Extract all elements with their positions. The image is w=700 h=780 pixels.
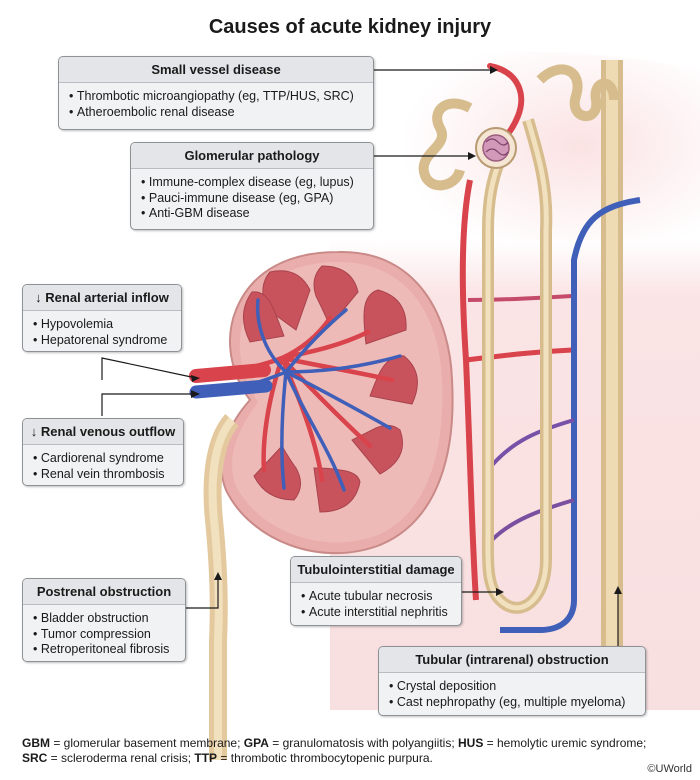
copyright-notice: ©UWorld: [647, 763, 692, 775]
list-item: Hepatorenal syndrome: [33, 333, 173, 349]
renal-arterial-inflow-box: ↓ Renal arterial inflow Hypovolemia Hepa…: [22, 284, 182, 352]
small-vessel-disease-box: Small vessel disease Thrombotic microang…: [58, 56, 374, 130]
abbr-definition: = thrombotic thrombocytopenic purpura.: [217, 751, 433, 765]
abbreviation-footnote: GBM = glomerular basement membrane; GPA …: [22, 736, 682, 766]
list-item: Cardiorenal syndrome: [33, 451, 175, 467]
postrenal-obstruction-box: Postrenal obstruction Bladder obstructio…: [22, 578, 186, 662]
abbr-term: GPA: [243, 736, 269, 750]
list-item: Hypovolemia: [33, 317, 173, 333]
box-list: Bladder obstruction Tumor compression Re…: [23, 605, 185, 661]
list-item: Anti-GBM disease: [141, 206, 365, 222]
box-list: Thrombotic microangiopathy (eg, TTP/HUS,…: [59, 83, 373, 126]
list-item: Immune-complex disease (eg, lupus): [141, 175, 365, 191]
abbr-definition: = scleroderma renal crisis;: [47, 751, 195, 765]
box-title: Glomerular pathology: [131, 143, 373, 169]
footnote-line-2: SRC = scleroderma renal crisis; TTP = th…: [22, 751, 682, 766]
box-list: Hypovolemia Hepatorenal syndrome: [23, 311, 181, 351]
renal-venous-outflow-box: ↓ Renal venous outflow Cardiorenal syndr…: [22, 418, 184, 486]
footnote-line-1: GBM = glomerular basement membrane; GPA …: [22, 736, 682, 751]
abbr-term: HUS: [457, 736, 484, 750]
box-title: Tubulointerstitial damage: [291, 557, 461, 583]
box-list: Acute tubular necrosis Acute interstitia…: [291, 583, 461, 625]
box-list: Crystal deposition Cast nephropathy (eg,…: [379, 673, 645, 715]
box-title: Postrenal obstruction: [23, 579, 185, 605]
list-item: Renal vein thrombosis: [33, 467, 175, 483]
box-title: ↓ Renal venous outflow: [23, 419, 183, 445]
list-item: Pauci-immune disease (eg, GPA): [141, 191, 365, 207]
glomerular-pathology-box: Glomerular pathology Immune-complex dise…: [130, 142, 374, 230]
box-list: Immune-complex disease (eg, lupus) Pauci…: [131, 169, 373, 228]
abbr-term: GBM: [22, 736, 50, 750]
abbr-term: TTP: [194, 751, 218, 765]
tubulointerstitial-damage-box: Tubulointerstitial damage Acute tubular …: [290, 556, 462, 626]
box-title: ↓ Renal arterial inflow: [23, 285, 181, 311]
box-list: Cardiorenal syndrome Renal vein thrombos…: [23, 445, 183, 485]
kidney: [189, 250, 454, 760]
tubular-obstruction-box: Tubular (intrarenal) obstruction Crystal…: [378, 646, 646, 716]
connector-arrows: [101, 69, 619, 646]
diagram-title: Causes of acute kidney injury: [208, 16, 492, 38]
abbr-definition: = glomerular basement membrane;: [50, 736, 244, 750]
list-item: Atheroembolic renal disease: [69, 105, 365, 121]
list-item: Tumor compression: [33, 627, 177, 643]
list-item: Acute tubular necrosis: [301, 589, 453, 605]
box-title: Tubular (intrarenal) obstruction: [379, 647, 645, 673]
list-item: Cast nephropathy (eg, multiple myeloma): [389, 695, 637, 711]
list-item: Crystal deposition: [389, 679, 637, 695]
list-item: Acute interstitial nephritis: [301, 605, 453, 621]
list-item: Bladder obstruction: [33, 611, 177, 627]
list-item: Thrombotic microangiopathy (eg, TTP/HUS,…: [69, 89, 365, 105]
list-item: Retroperitoneal fibrosis: [33, 642, 177, 658]
arrowheads: [191, 66, 622, 596]
abbr-term: SRC: [22, 751, 48, 765]
box-title: Small vessel disease: [59, 57, 373, 83]
nephron: [418, 60, 641, 710]
abbr-definition: = hemolytic uremic syndrome;: [483, 736, 647, 750]
abbr-definition: = granulomatosis with polyangiitis;: [268, 736, 458, 750]
